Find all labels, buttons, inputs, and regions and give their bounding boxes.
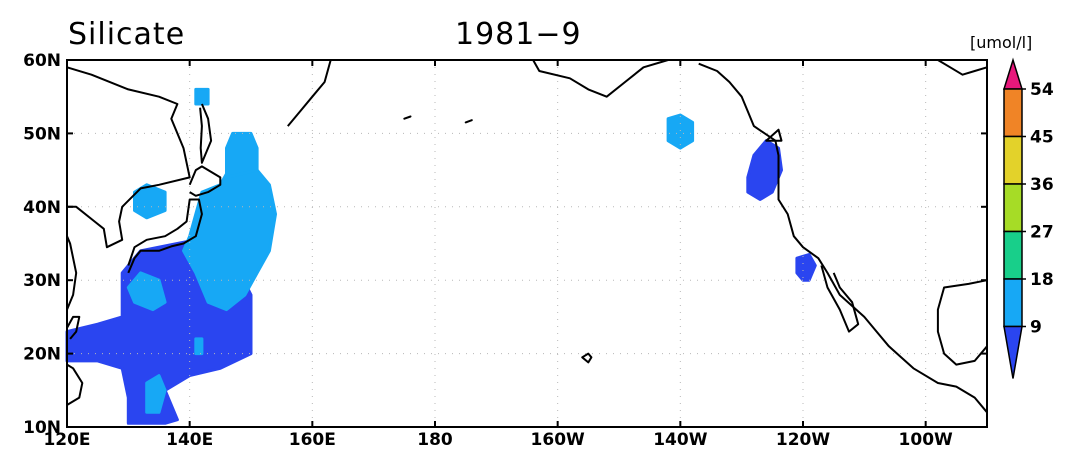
- field-light-blue-blob-2: [145, 374, 167, 414]
- coastline-sakhalin: [199, 103, 213, 164]
- field-dark-blue-california: [795, 253, 817, 282]
- y-tick-label: 10N: [23, 418, 61, 438]
- x-tick-label: 180: [417, 430, 453, 450]
- colorbar-top-arrow: [1002, 57, 1024, 90]
- field-light-blue-gulf-alaska: [666, 113, 695, 150]
- colorbar-label: 36: [1030, 175, 1054, 195]
- coastline-hokkaido: [188, 165, 222, 197]
- island-hawaii: [581, 352, 593, 364]
- coastline-north-america-west: [698, 62, 988, 413]
- y-tick-label: 50N: [23, 124, 61, 144]
- coastline-honshu: [127, 198, 203, 274]
- map-frame: [66, 59, 988, 428]
- axis-ticks: 120E 140E 160E 180 160W 140W 120W 100W 10N 20N 30N…: [23, 51, 987, 450]
- colorbar: 9 18 27 36 45 54: [1002, 57, 1054, 379]
- field-dark-blue-oregon: [746, 139, 783, 201]
- x-tick-label: 160E: [289, 430, 336, 450]
- island-aleutian-2: [464, 119, 473, 124]
- map-title-variable: Silicate: [68, 17, 185, 52]
- colorbar-label: 54: [1030, 80, 1054, 100]
- coastline-philippines: [66, 363, 84, 406]
- field-light-blue-sakhalin: [194, 87, 210, 106]
- coastline-asia: [66, 66, 191, 249]
- colorbar-segment: [1003, 183, 1023, 233]
- coastline-canada-north: [937, 59, 988, 76]
- x-tick-label: 120W: [776, 430, 830, 450]
- colorbar-segment: [1003, 135, 1023, 185]
- x-tick-label: 160W: [531, 430, 585, 450]
- colorbar-segment: [1003, 88, 1023, 138]
- x-tick-label: 140E: [166, 430, 213, 450]
- map-title-date: 1981−9: [455, 17, 582, 52]
- x-tick-label: 120E: [43, 430, 90, 450]
- coastline-baja-california: [820, 265, 860, 333]
- colorbar-label: 27: [1030, 223, 1054, 243]
- colorbar-bottom-arrow: [1003, 325, 1023, 379]
- coastline-taiwan: [66, 315, 81, 340]
- colorbar-segment: [1003, 230, 1023, 280]
- y-tick-label: 40N: [23, 198, 61, 218]
- colorbar-label: 9: [1030, 318, 1042, 338]
- colorbar-unit: [umol/l]: [970, 33, 1032, 52]
- y-tick-label: 20N: [23, 345, 61, 365]
- field-light-blue-japan-sea: [133, 183, 167, 220]
- colorbar-label: 45: [1030, 128, 1054, 148]
- x-tick-label: 100W: [899, 430, 953, 450]
- coastline-alaska: [532, 59, 669, 98]
- y-tick-label: 30N: [23, 271, 61, 291]
- colorbar-label: 18: [1030, 270, 1054, 290]
- colorbar-segment: [1003, 278, 1023, 328]
- data-fields: [65, 87, 817, 425]
- field-light-blue-blob-1: [126, 271, 167, 312]
- x-tick-label: 140W: [653, 430, 707, 450]
- field-light-blue-okhotsk: [225, 131, 259, 179]
- field-light-blue-blob-3: [194, 337, 204, 356]
- coastline-gulf-of-mexico: [936, 279, 988, 366]
- island-kuril-aleutian-1: [403, 115, 412, 120]
- island-vancouver: [765, 128, 783, 142]
- coastline-kamchatka: [287, 59, 332, 127]
- field-light-blue-japan: [182, 153, 277, 312]
- y-tick-label: 60N: [23, 51, 61, 71]
